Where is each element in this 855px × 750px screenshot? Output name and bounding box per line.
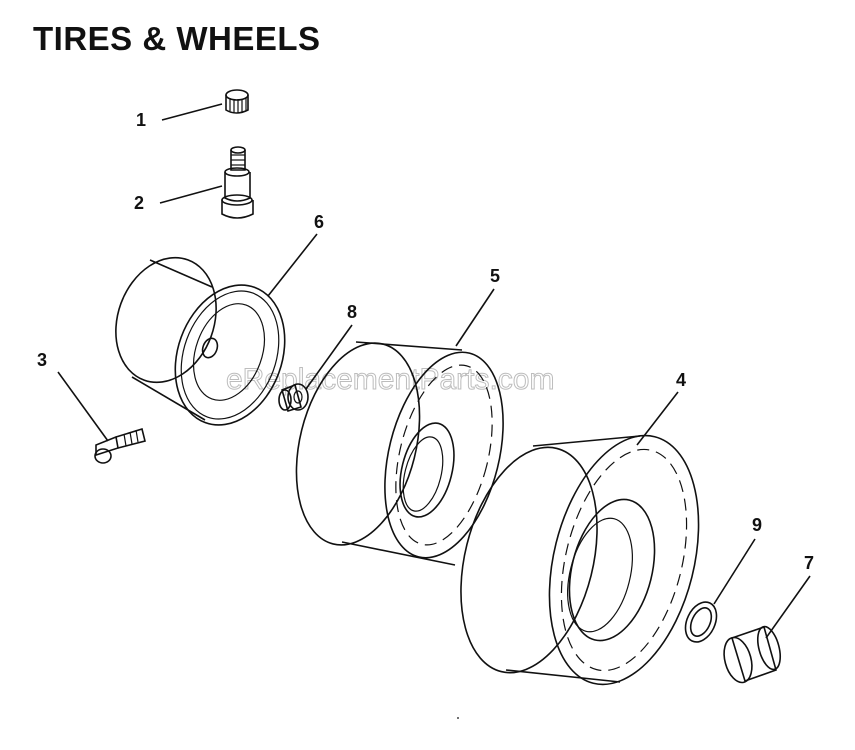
leader-7 (765, 575, 811, 639)
valve-stem-part (221, 146, 254, 219)
callout-3: 3 (37, 350, 47, 370)
tire-part-4 (460, 434, 700, 686)
callout-8: 8 (347, 302, 357, 322)
callout-7: 7 (804, 553, 814, 573)
leader-1 (161, 103, 223, 121)
leader-8 (305, 324, 353, 390)
callout-1: 1 (136, 110, 146, 130)
leader-2 (159, 185, 223, 204)
bushing-part (278, 383, 309, 413)
hub-cap-part (723, 625, 782, 684)
leader-3 (57, 371, 109, 442)
bolt-part (94, 427, 146, 464)
callout-2: 2 (134, 193, 144, 213)
leader-9 (713, 538, 756, 605)
tire-part-5 (295, 341, 504, 566)
callout-4: 4 (676, 370, 686, 390)
watermark: eReplacementParts.com (226, 363, 554, 396)
callout-5: 5 (490, 266, 500, 286)
callout-9: 9 (752, 515, 762, 535)
leader-5 (455, 288, 495, 347)
callout-6: 6 (314, 212, 324, 232)
washer-part (684, 601, 718, 643)
leader-6 (267, 233, 318, 297)
wheel-rim-part (115, 256, 286, 426)
valve-cap-part (225, 89, 249, 114)
page-title: TIRES & WHEELS (33, 20, 321, 57)
leader-4 (636, 391, 679, 446)
stray-dot (457, 717, 459, 719)
